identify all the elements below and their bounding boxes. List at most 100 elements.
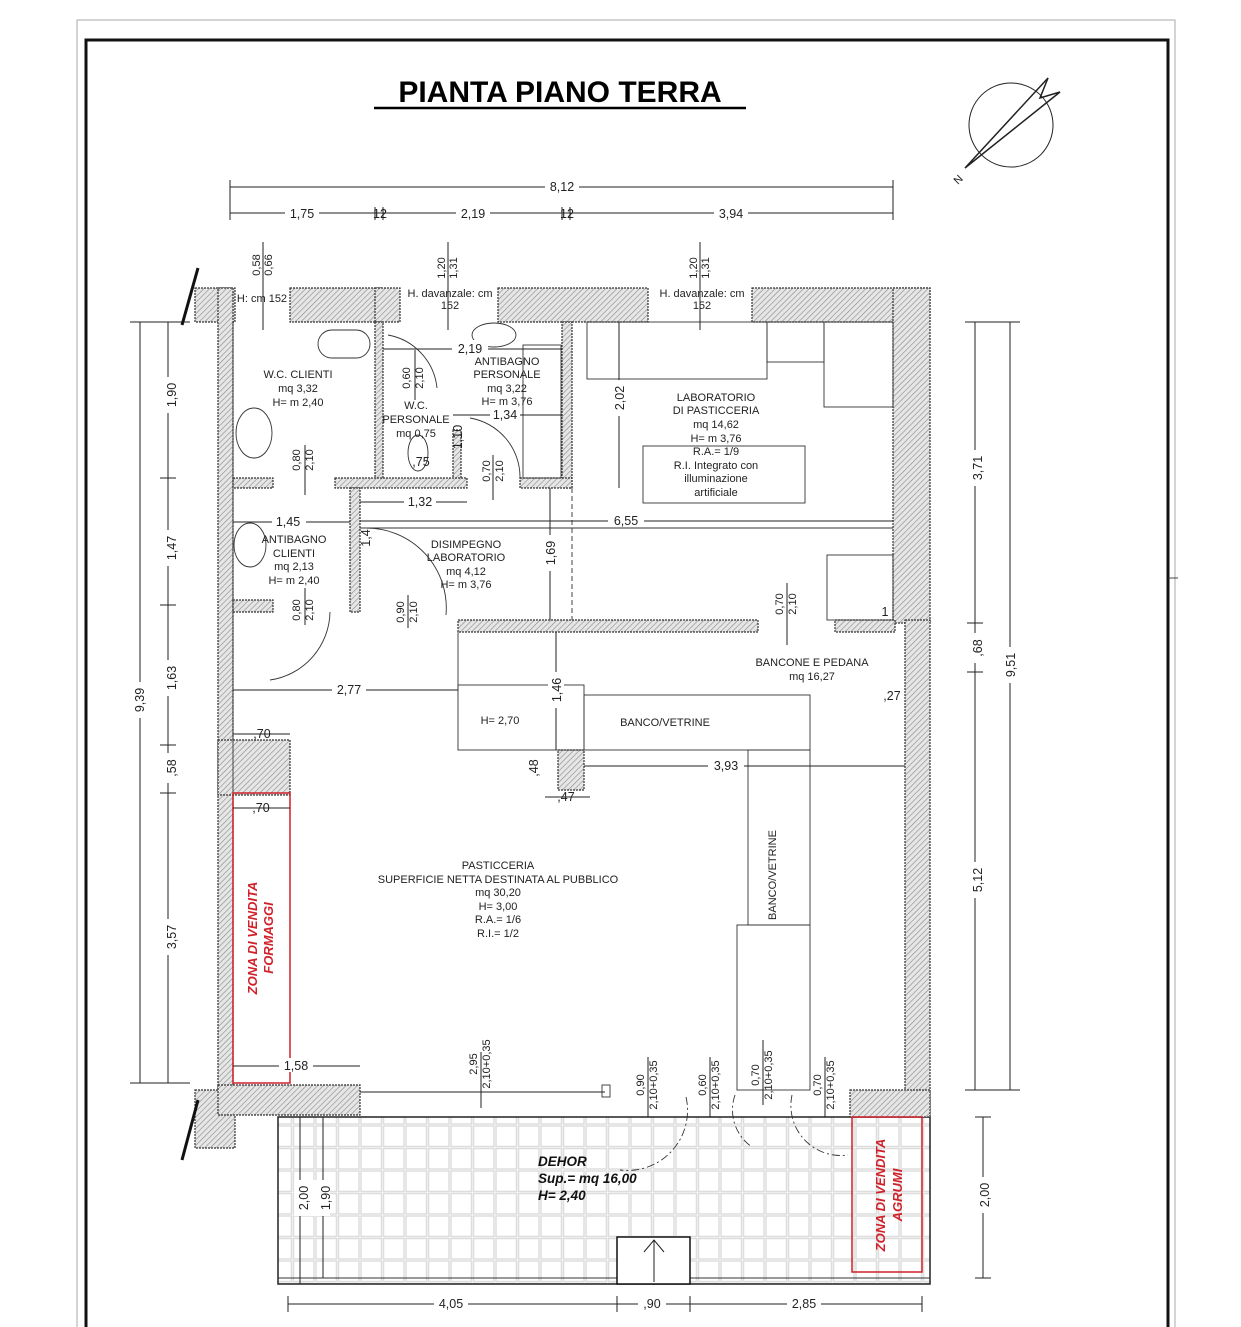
- label-doors-d2-0: 0,80: [291, 449, 303, 470]
- label-dims-inner-d14: 1,4: [359, 529, 373, 546]
- label-rooms-disimpegno-2: mq 4,12: [446, 566, 486, 578]
- label-windows-w1-a: 0,58: [251, 254, 263, 275]
- door-labels: 0,60 2,10 0,80 2,10 0,70 2,10 0,80 2,10 …: [291, 350, 837, 1117]
- drawing-mark: [160, 377, 176, 413]
- window-labels: 0,58 0,66 H: cm 152 1,20 1,31 H. davanza…: [237, 242, 744, 330]
- drawing-mark: [826, 554, 894, 621]
- drawing-mark: [497, 287, 649, 323]
- label-rooms-laboratorio-box-0: R.A.= 1/9: [693, 446, 739, 458]
- label-dims-inner-d146: 1,46: [550, 678, 564, 702]
- label-doors-d6-1: 2,10: [787, 593, 799, 614]
- label-doors-d4-0: 0,80: [291, 599, 303, 620]
- drawing-mark: [160, 753, 176, 783]
- plan-title: PIANTA PIANO TERRA: [398, 76, 721, 109]
- label-dims-left-e: 3,57: [165, 925, 179, 949]
- label-doors-e1-0: 2,95: [468, 1053, 480, 1074]
- zone-formaggi-label: ZONA DI VENDITA: [245, 882, 260, 996]
- label-dims-right-a: 3,71: [971, 456, 985, 480]
- drawing-mark: [269, 611, 331, 681]
- label-doors-e3-0: 0,60: [697, 1074, 709, 1095]
- drawing-mark: [892, 287, 931, 624]
- banco-vetrine-vertical: [747, 749, 811, 926]
- sink-icon: [235, 407, 273, 459]
- room-bancone: BANCONE E PEDANA: [755, 657, 869, 669]
- label-dims-left-a: 1,90: [165, 383, 179, 407]
- drawing-mark: [611, 380, 627, 416]
- label-rooms-antibagno-clienti-1: CLIENTI: [273, 548, 315, 560]
- label-dims-inner-d202: 2,02: [613, 386, 627, 410]
- label-furniture-banco2: BANCO/VETRINE: [767, 830, 779, 920]
- label-dims-inner-d70a: ,70: [253, 727, 270, 741]
- drawing-mark: [619, 1096, 688, 1171]
- label-windows-w3-sill2: 152: [693, 300, 711, 312]
- drawing-mark: [490, 407, 520, 421]
- sheet-border: [76, 19, 1176, 1327]
- label-windows-w2-a: 1,20: [436, 257, 448, 278]
- banco-vetrine-horizontal: [583, 694, 811, 751]
- drawing-mark: [452, 340, 488, 354]
- drawing-mark: [790, 1094, 849, 1156]
- drawing-mark: [332, 682, 366, 696]
- label-doors-d1-1: 2,10: [414, 367, 426, 388]
- drawing-mark: [374, 287, 401, 323]
- label-rooms-pasticceria-2: mq 30,20: [475, 887, 521, 899]
- room-laboratorio: LABORATORIO: [677, 392, 756, 404]
- room-wc-clienti: W.C. CLIENTI: [263, 369, 332, 381]
- label-dims-inner-d48: ,48: [527, 759, 541, 776]
- drawing-mark: [522, 344, 562, 479]
- label-dims-inner-d132: 1,32: [408, 495, 432, 509]
- drawing-mark: [289, 287, 384, 323]
- label-dims-inner-d1: 1: [882, 605, 889, 619]
- room-antibagno-clienti: ANTIBAGNO: [262, 534, 327, 546]
- drawing-frame: [84, 38, 1170, 1327]
- drawing-mark: [132, 682, 148, 718]
- counter-h270: [457, 684, 585, 751]
- label-dims-top-b: 12: [373, 207, 387, 221]
- drawing-mark: [349, 487, 361, 613]
- label-dims-left-d: ,58: [165, 759, 179, 776]
- label-dims-top-a: 1,75: [290, 207, 314, 221]
- label-dims-top-total: 8,12: [550, 180, 574, 194]
- label-rooms-pasticceria-4: R.A.= 1/6: [475, 914, 521, 926]
- left-dimensions: 1,90 1,47 1,63 ,58 3,57 9,39: [130, 321, 190, 1084]
- label-rooms-wc-personale-1: PERSONALE: [382, 414, 449, 426]
- room-pasticceria: PASTICCERIA: [462, 860, 535, 872]
- label-rooms-laboratorio-2: mq 14,62: [693, 419, 739, 431]
- drawing-mark: [967, 862, 983, 898]
- label-dims-inner-d110: 1,10: [451, 425, 465, 449]
- label-dims-top-e: 3,94: [719, 207, 743, 221]
- toilet-icon: [317, 329, 371, 359]
- label-dims-inner-d27: ,27: [883, 689, 900, 703]
- drawing-mark: [542, 535, 558, 571]
- label-dims-bottom-b: ,90: [643, 1297, 660, 1311]
- label-dims-inner-d277: 2,77: [337, 683, 361, 697]
- room-wc-personale: W.C.: [404, 400, 428, 412]
- label-doors-d3-1: 2,10: [494, 460, 506, 481]
- north-arrow-icon: N: [952, 77, 1061, 187]
- drawing-mark: [469, 417, 521, 479]
- label-dims-inner-d190: 1,90: [319, 1186, 333, 1210]
- label-windows-w2-b: 1,31: [448, 257, 460, 278]
- label-windows-w3-b: 1,31: [700, 257, 712, 278]
- label-dims-right-total: 9,51: [1004, 653, 1018, 677]
- label-doors-d5-1: 2,10: [408, 601, 420, 622]
- label-windows-w3-a: 1,20: [688, 257, 700, 278]
- drawing-mark: [456, 206, 490, 220]
- drawing-mark: [787, 1296, 821, 1310]
- arrow-up-icon: [643, 1239, 665, 1282]
- right-dimensions: 3,71 ,68 5,12 2,00 9,51: [965, 321, 1020, 1279]
- label-rooms-dehor-1: Sup.= mq 16,00: [538, 1171, 637, 1186]
- drawing-mark: [601, 1084, 611, 1098]
- label-dims-left-b: 1,47: [165, 536, 179, 560]
- drawing-mark: [714, 206, 748, 220]
- drawing-mark: [374, 321, 384, 481]
- label-rooms-antibagno-personale-2: mq 3,22: [487, 383, 527, 395]
- label-rooms-antibagno-personale-1: PERSONALE: [473, 369, 540, 381]
- label-dims-top-d: 12: [560, 207, 574, 221]
- drawing-mark: [232, 477, 274, 489]
- label-dims-bottom-a: 4,05: [439, 1297, 463, 1311]
- label-doors-e2-0: 0,90: [635, 1074, 647, 1095]
- room-labels: W.C. CLIENTI mq 3,32 H= m 2,40 ANTIBAGNO…: [262, 356, 870, 1203]
- label-dims-left-c: 1,63: [165, 666, 179, 690]
